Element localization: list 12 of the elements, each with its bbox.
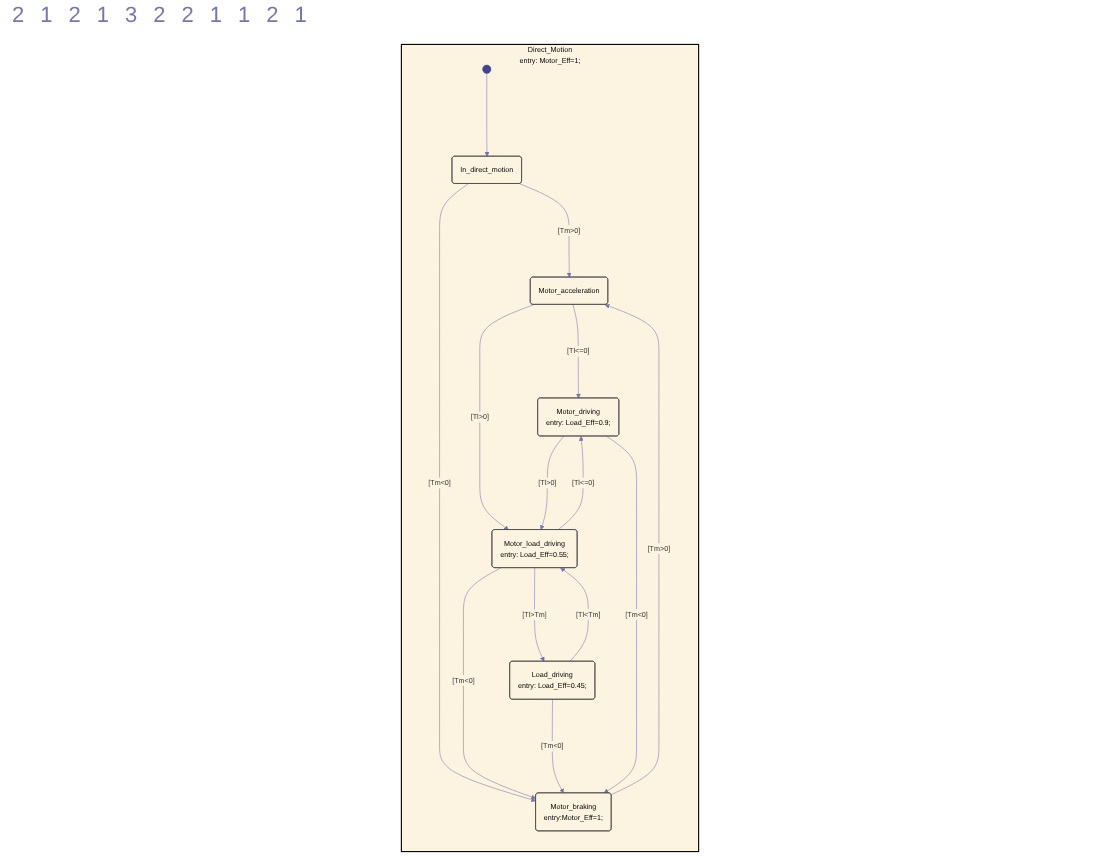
priority-number: 2 [266,4,279,32]
priority-number: 2 [68,4,81,32]
priority-number: 3 [125,4,138,32]
priority-number: 2 [12,4,25,32]
priority-number: 1 [238,4,251,32]
node-circle [482,64,492,74]
priority-number: 1 [294,4,307,32]
priority-number: 2 [153,4,166,32]
priority-number: 1 [96,4,109,32]
priority-number: 1 [209,4,222,32]
priority-number: 2 [181,4,194,32]
priority-number: 1 [40,4,53,32]
